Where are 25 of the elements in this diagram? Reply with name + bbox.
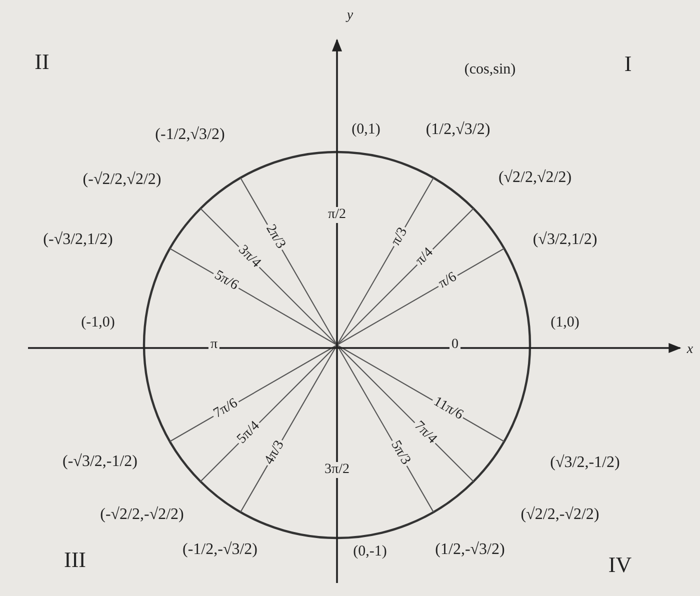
- coordinate-label: (-√2/2,-√2/2): [100, 507, 184, 523]
- coordinate-label: (√2/2,√2/2): [498, 170, 572, 186]
- axis-label: x: [686, 343, 694, 357]
- quadrant-label: II: [34, 51, 50, 73]
- coordinate-label: (-1/2,-√3/2): [182, 542, 258, 558]
- quadrant-label: I: [624, 53, 632, 75]
- quadrant-label: III: [64, 549, 86, 571]
- axis-label: y: [346, 9, 354, 23]
- coordinate-label: (-1/2,√3/2): [155, 127, 225, 143]
- angle-label: π/2: [326, 207, 348, 223]
- coordinate-label: (-1,0): [81, 316, 115, 330]
- coordinate-label: (1/2,√3/2): [426, 122, 490, 138]
- coordinate-label: (-√3/2,-1/2): [62, 454, 138, 470]
- angle-label: 3π/2: [322, 462, 352, 478]
- coordinate-label: (√2/2,-√2/2): [520, 507, 600, 523]
- coordinate-label: (-√2/2,√2/2): [82, 172, 162, 188]
- coordinate-label: (1,0): [550, 316, 580, 330]
- coordinate-label: (√3/2,1/2): [532, 232, 598, 248]
- coordinate-label: (-√3/2,1/2): [43, 232, 113, 248]
- quadrant-label: IV: [608, 554, 632, 576]
- coordinate-label: (0,1): [352, 122, 380, 138]
- coordinate-label: (√3/2,-1/2): [550, 455, 620, 471]
- coordinate-label: (1/2,-√3/2): [435, 542, 505, 558]
- coordinate-label: (cos,sin): [464, 62, 516, 78]
- coordinate-label: (0,-1): [353, 544, 387, 560]
